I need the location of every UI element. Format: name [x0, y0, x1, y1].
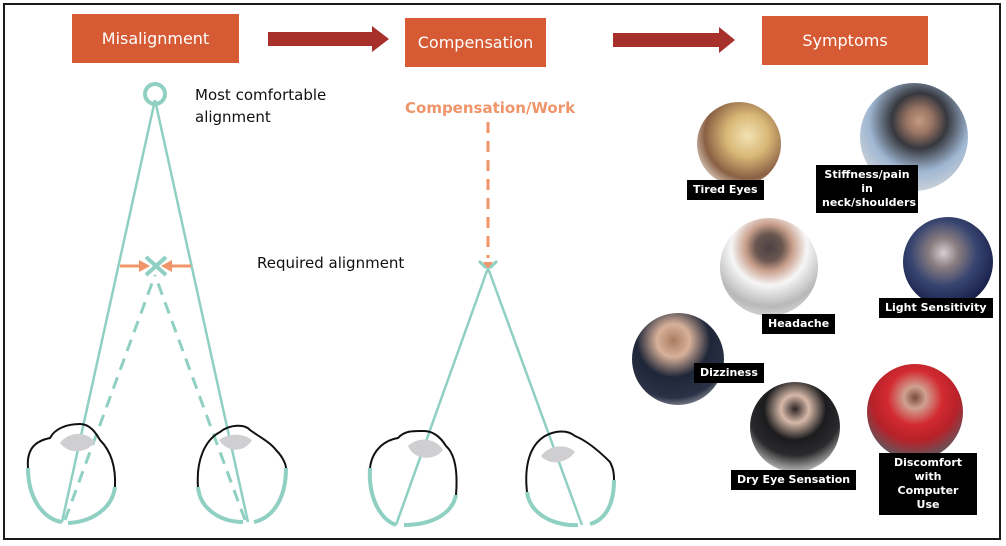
flow-arrow-1: [268, 26, 389, 52]
tired-eyes-photo: [697, 102, 781, 186]
comp-right-eye-icon: [525, 430, 616, 528]
comp-right-sight-line: [486, 267, 584, 526]
stage-compensation: Compensation: [405, 18, 546, 67]
right-required-line: [153, 274, 247, 521]
compensation-chevron-icon: [477, 259, 499, 270]
dizziness-photo: [632, 313, 724, 405]
most-comfortable-alignment-label: Most comfortable alignment: [195, 86, 327, 126]
flow-arrow-2: [613, 27, 735, 53]
symptom-tag-tired-eyes: Tired Eyes: [687, 180, 764, 200]
dry-eye-photo: [750, 382, 840, 472]
right-eye-icon: [196, 424, 288, 524]
required-alignment-x-icon: [144, 255, 168, 277]
left-sight-line: [60, 99, 157, 523]
right-sight-line: [153, 99, 250, 523]
symptom-tag-dizziness: Dizziness: [694, 363, 764, 383]
stage-misalignment: Misalignment: [72, 14, 239, 63]
compensation-work-label: Compensation/Work: [405, 99, 576, 117]
computer-discomfort-photo: [867, 364, 963, 460]
symptom-tag-headache: Headache: [762, 314, 836, 334]
comp-left-sight-line: [394, 267, 490, 526]
symptom-tag-neck-pain: Stiffness/pain in neck/shoulders: [816, 165, 918, 213]
orange-converge-arrows-icon: [120, 260, 191, 272]
compensation-target-marker: [483, 262, 493, 270]
symptom-tag-light-sensitivity: Light Sensitivity: [879, 298, 993, 318]
comp-left-eye-icon: [367, 429, 458, 527]
left-required-line: [63, 274, 157, 521]
symptom-tag-computer-discomfort: Discomfort with Computer Use: [879, 453, 977, 515]
stage-symptoms: Symptoms: [762, 16, 928, 65]
required-alignment-label: Required alignment: [257, 254, 405, 272]
left-eye-icon: [26, 422, 117, 525]
symptom-tag-dry-eye: Dry Eye Sensation: [731, 470, 857, 490]
headache-photo: [720, 218, 818, 316]
figure-frame: [3, 3, 1001, 540]
light-sensitivity-photo: [903, 217, 993, 307]
